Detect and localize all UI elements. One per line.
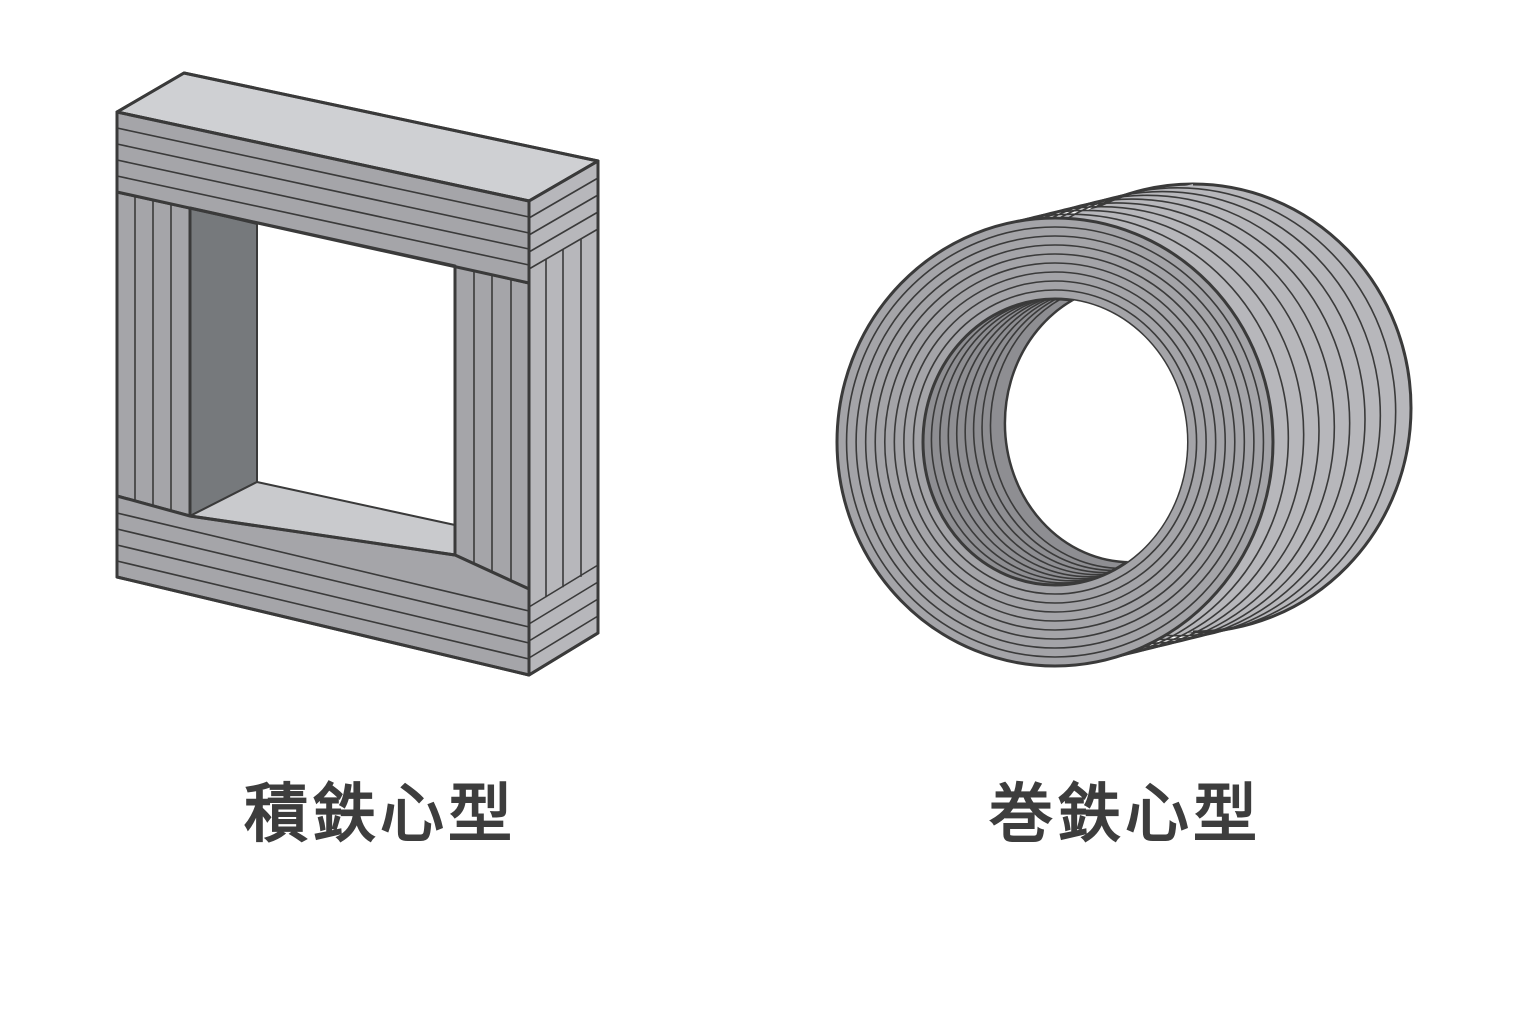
ring-inner-lamination [947, 299, 1187, 580]
core-outline [115, 71, 600, 677]
ring-inner-lamination [930, 299, 1187, 584]
ring-face-lamination [893, 271, 1217, 613]
bottom-yoke-lamination [116, 512, 530, 612]
bottom-yoke-lamination [116, 560, 530, 660]
ring-inner-lamination [939, 299, 1187, 582]
wound-core-caption: 巻鉄心型 [989, 778, 1261, 852]
laminated-square-core-icon [115, 71, 600, 677]
side-bottom-lamination [528, 581, 599, 625]
ring-face-lamination [874, 253, 1236, 631]
figure-svg [115, 71, 1413, 677]
side-bottom-lamination [528, 615, 599, 659]
side-top-lamination [528, 211, 599, 253]
side-top-lamination [528, 177, 599, 219]
ring-face-lamination [845, 226, 1265, 658]
ring-face-lamination [855, 235, 1255, 649]
ring-inner-lamination [964, 299, 1187, 576]
side-top-lamination [528, 228, 599, 270]
top-yoke-lamination [116, 159, 530, 250]
core-hole-inner-wall [189, 207, 258, 517]
lamination-lines [116, 127, 599, 660]
ring-face-lamination [903, 280, 1207, 604]
ring-face-lamination [864, 244, 1246, 640]
top-yoke-lamination [116, 175, 530, 266]
bottom-yoke-lamination [116, 528, 530, 628]
top-yoke-lamination [116, 143, 530, 234]
core-window-outline [188, 206, 457, 557]
ring-face-lamination [883, 262, 1227, 622]
ring-face-lamination [912, 289, 1198, 595]
stacked-core-caption: 積鉄心型 [244, 778, 516, 852]
side-top-lamination [528, 194, 599, 236]
ring-inner-lamination [972, 299, 1187, 574]
wound-ring-core-icon [835, 182, 1413, 668]
top-yoke-lamination [116, 127, 530, 218]
ring-inner-lamination [955, 299, 1187, 578]
bottom-yoke-lamination [116, 544, 530, 644]
side-bottom-lamination [528, 598, 599, 642]
